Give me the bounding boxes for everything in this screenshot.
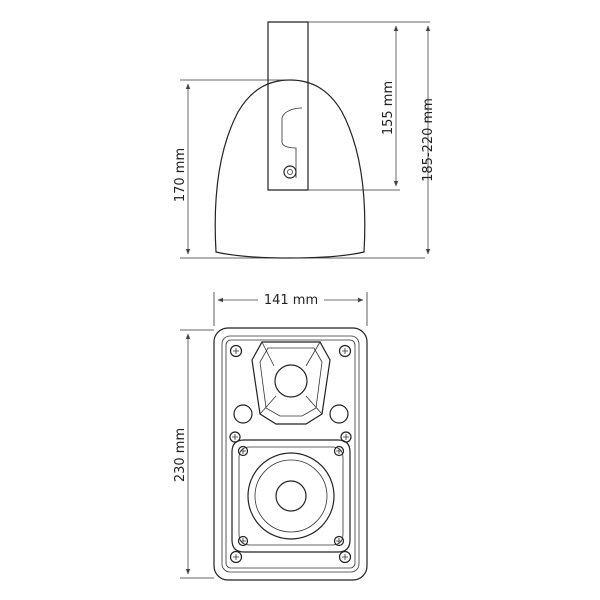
bracket-arm <box>267 21 309 191</box>
woofer-cone <box>254 459 328 533</box>
label-bg-front-width <box>258 290 324 308</box>
woofer-surround <box>247 452 335 540</box>
cabinet-inner <box>221 335 360 573</box>
side-view: 170 mm 155 mm 185-220 mm <box>173 21 436 259</box>
label-side-height: 170 mm <box>173 148 188 202</box>
screw-bottom-right <box>338 550 352 564</box>
label-bracket-height: 155 mm <box>381 81 396 135</box>
screw-top-right <box>338 344 352 358</box>
woofer-screw-tl <box>237 445 249 457</box>
grille-frame <box>225 339 356 569</box>
woofer-screw-br <box>333 535 345 547</box>
tweeter-dome <box>274 364 308 398</box>
screw-top-left <box>229 344 243 358</box>
port-left <box>233 404 253 424</box>
bracket-hook-slot <box>281 107 303 178</box>
screw-bottom-left <box>229 550 243 564</box>
cabinet-outer <box>213 327 368 581</box>
bracket-screw <box>283 165 297 179</box>
port-right <box>329 404 349 424</box>
woofer-dustcap <box>275 480 307 512</box>
label-front-height: 230 mm <box>173 428 188 482</box>
label-front-width: 141 mm <box>264 293 318 308</box>
woofer-screw-tr <box>333 445 345 457</box>
woofer <box>231 439 351 553</box>
bracket-screw-center <box>287 169 293 175</box>
tweeter <box>251 341 331 425</box>
label-bracket-range: 185-220 mm <box>421 98 436 182</box>
screw-mid-left <box>229 431 241 443</box>
speaker-body-side <box>214 79 366 259</box>
woofer-screw-bl <box>237 535 249 547</box>
front-view: 141 mm 230 mm <box>173 290 368 581</box>
